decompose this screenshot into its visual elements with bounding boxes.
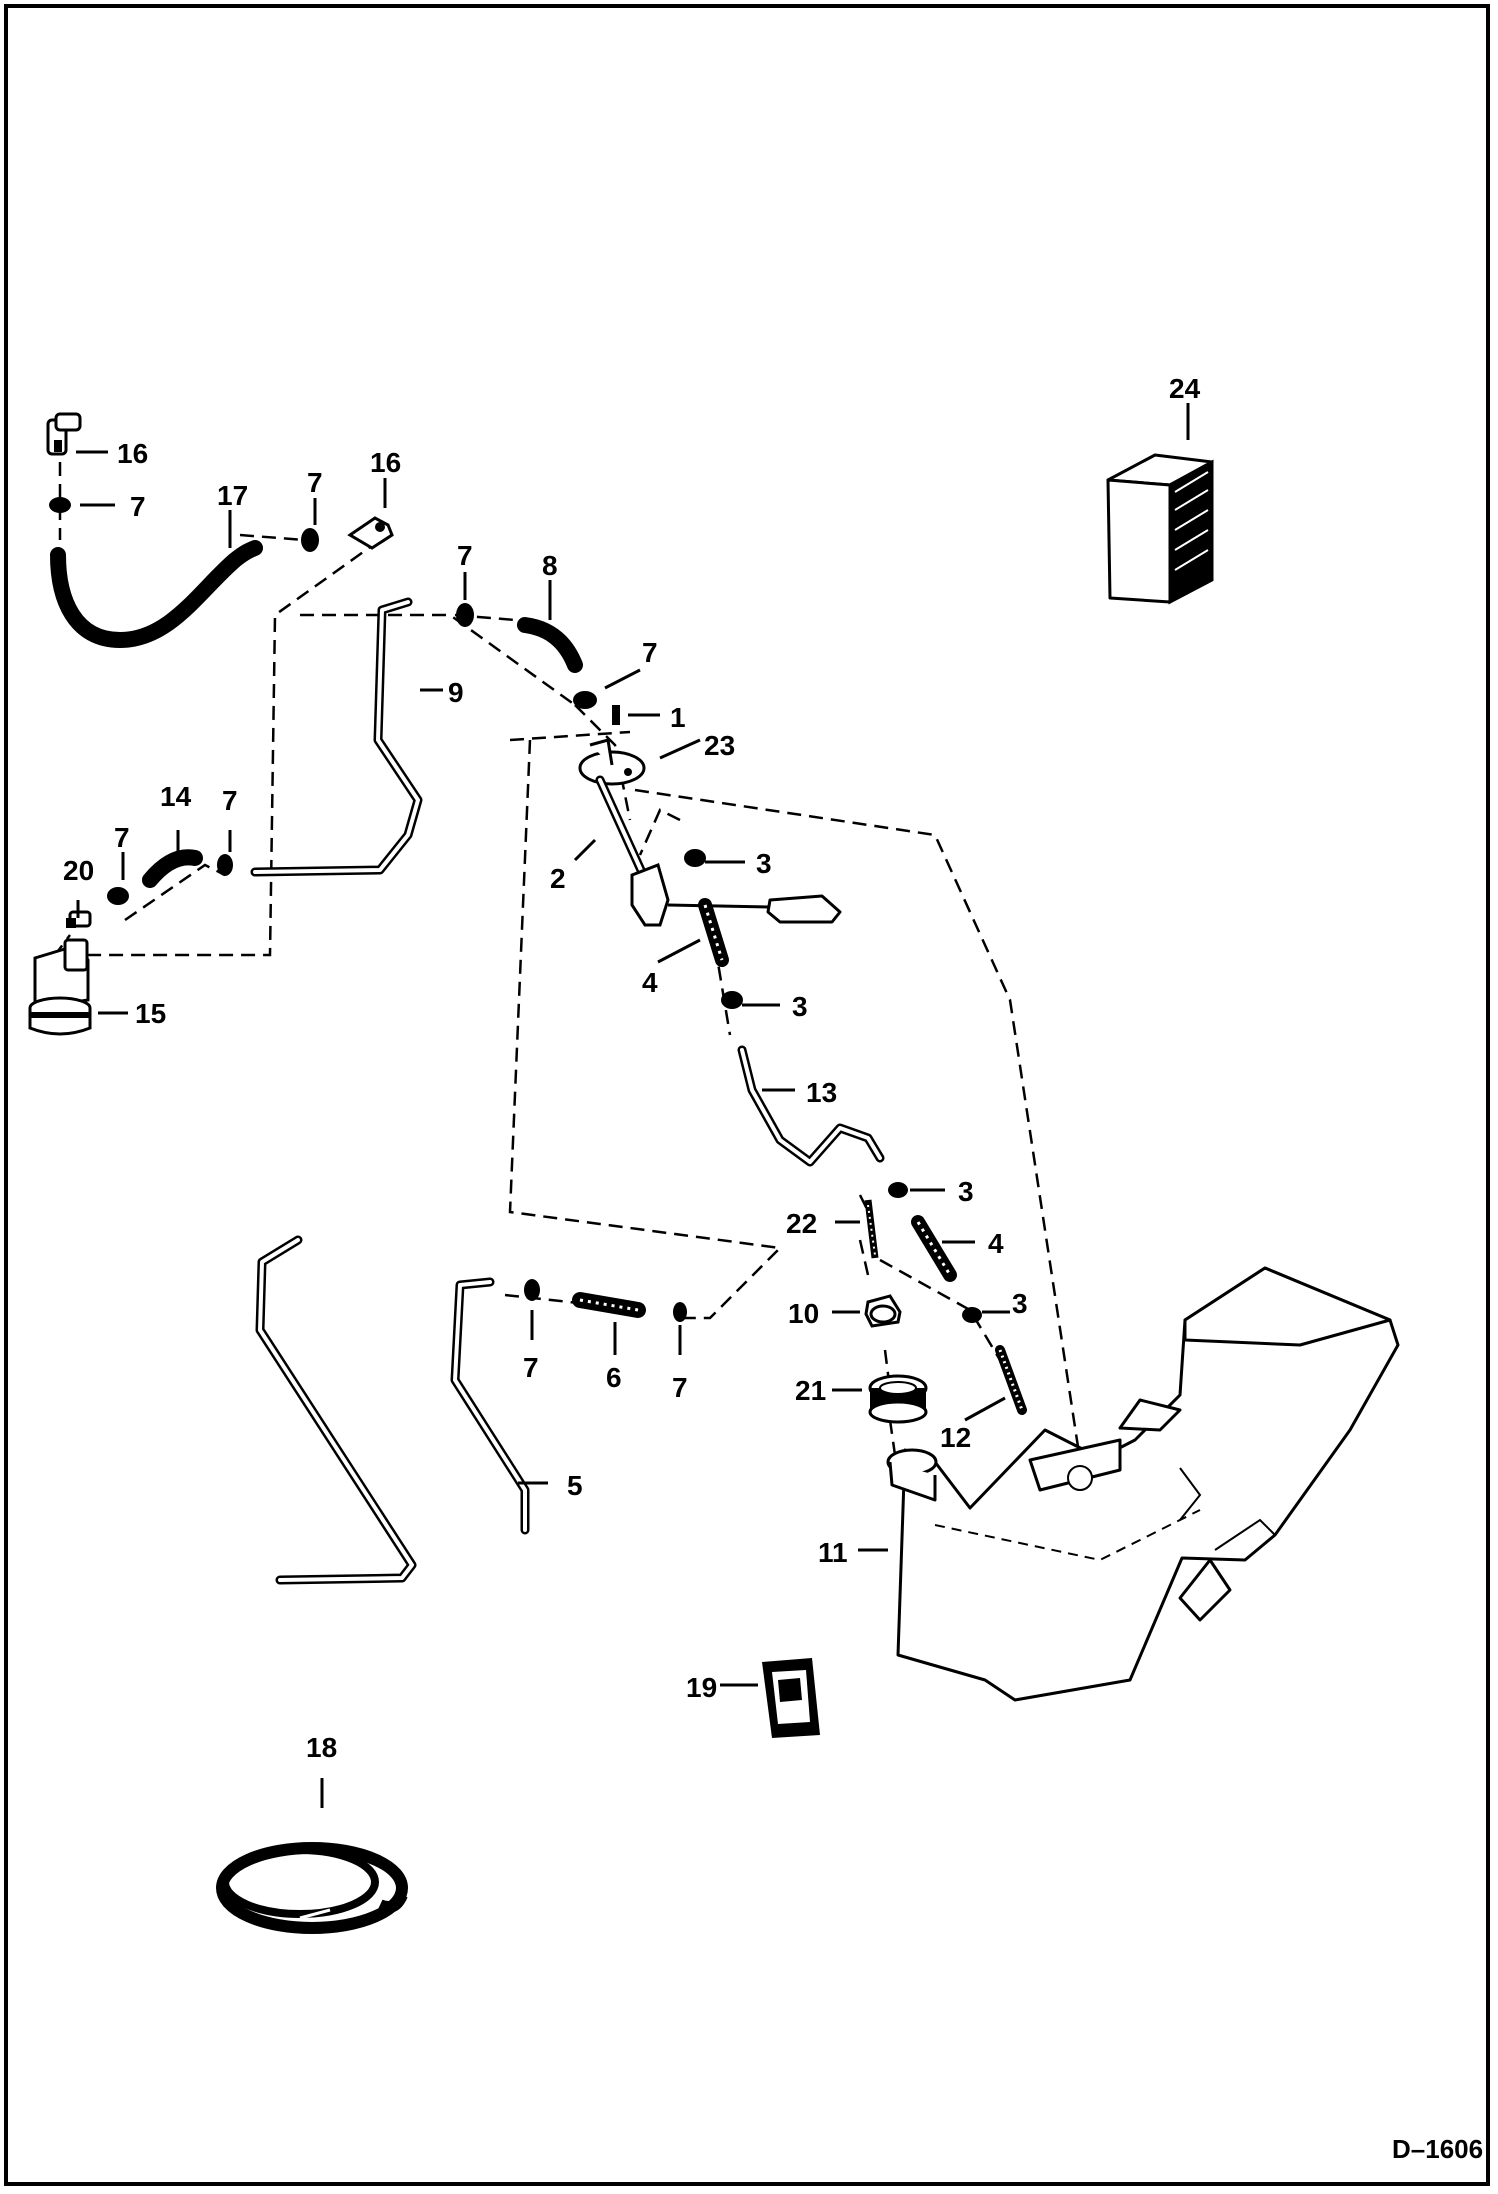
tube-13	[737, 1045, 885, 1167]
hose-clamp-3c	[888, 1182, 908, 1198]
callout-17: 17	[217, 480, 248, 511]
callout-7c: 7	[457, 540, 473, 571]
page-border	[4, 4, 1490, 2186]
hose-8	[517, 617, 583, 673]
callout-4b: 4	[988, 1228, 1004, 1259]
callout-12: 12	[940, 1422, 971, 1453]
hose-clamp-7g	[524, 1279, 540, 1301]
battery-24	[1106, 453, 1214, 605]
callout-7e: 7	[114, 822, 130, 853]
fuel-cap-10	[864, 1294, 902, 1328]
callout-7h: 7	[672, 1372, 688, 1403]
screw-1	[612, 705, 620, 725]
callout-14: 14	[160, 781, 192, 812]
fitting-20	[66, 910, 92, 928]
fuel-filter-15	[28, 938, 92, 1036]
hose-6	[572, 1292, 646, 1318]
callout-7b: 7	[307, 467, 323, 498]
callout-16b: 16	[370, 447, 401, 478]
hose-clamp-7f	[217, 854, 233, 876]
callout-3c: 3	[958, 1176, 974, 1207]
hose-clamp-7h	[673, 1302, 687, 1322]
fitting-16-left	[46, 412, 82, 456]
hose-clamp-3d	[962, 1307, 982, 1323]
fuel-tank-11	[886, 1266, 1400, 1702]
callout-23: 23	[704, 730, 735, 761]
callout-4a: 4	[642, 967, 658, 998]
figure-id: D–1606	[1392, 2134, 1483, 2164]
callout-24: 24	[1169, 373, 1201, 404]
hose-4-upper	[698, 898, 729, 967]
callout-7a: 7	[130, 491, 146, 522]
hose-4-lower	[911, 1215, 957, 1282]
tube-5	[255, 1235, 530, 1585]
callout-15: 15	[135, 998, 166, 1029]
callout-22: 22	[786, 1208, 817, 1239]
screw-22	[864, 1199, 879, 1259]
hose-clamp-7c	[456, 603, 474, 627]
callout-2: 2	[550, 863, 566, 894]
hose-clamp-7e	[107, 887, 129, 905]
fitting-16-right	[347, 516, 394, 550]
callout-labels: 16 7 17 7 16 7 8 9 7 1 23 2 3 4 3 13 3 2…	[63, 373, 1201, 1763]
fitting-12	[995, 1345, 1027, 1415]
hose-clamp-7b	[301, 528, 319, 552]
gasket-23-marker	[624, 768, 632, 776]
hose-clamp-7d	[573, 691, 597, 709]
callout-1: 1	[670, 702, 686, 733]
callout-13: 13	[806, 1077, 837, 1108]
tube-9	[250, 597, 423, 877]
callout-7g: 7	[523, 1352, 539, 1383]
hose-17	[50, 540, 263, 648]
hose-14	[142, 849, 203, 888]
callout-9: 9	[448, 677, 464, 708]
fuel-sender-2	[578, 738, 842, 927]
callout-18: 18	[306, 1732, 337, 1763]
callout-5: 5	[567, 1470, 583, 1501]
hose-clamp-3b	[721, 991, 743, 1009]
callout-10: 10	[788, 1298, 819, 1329]
decal-19	[762, 1658, 820, 1738]
callout-leaders	[76, 403, 1190, 1808]
callout-20: 20	[63, 855, 94, 886]
callout-11: 11	[818, 1537, 848, 1568]
callout-7d: 7	[642, 637, 658, 668]
callout-7f: 7	[222, 785, 238, 816]
hose-coil-18	[216, 1842, 408, 1934]
callout-3b: 3	[792, 991, 808, 1022]
callout-8: 8	[542, 550, 558, 581]
callout-3a: 3	[756, 848, 772, 879]
hose-clamp-7a	[49, 497, 71, 513]
hose-clamp-3a	[684, 849, 706, 867]
callout-21: 21	[795, 1375, 826, 1406]
callout-3d: 3	[1012, 1288, 1028, 1319]
callout-19: 19	[686, 1672, 717, 1703]
callout-6: 6	[606, 1362, 622, 1393]
grommet-21	[868, 1374, 928, 1424]
callout-16a: 16	[117, 438, 148, 469]
